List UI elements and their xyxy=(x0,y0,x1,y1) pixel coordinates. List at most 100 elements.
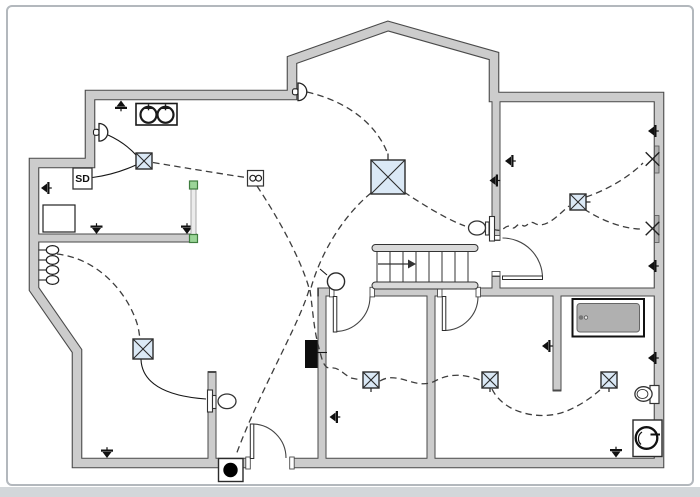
lamp-globe xyxy=(217,393,237,410)
wall-sconce[interactable] xyxy=(291,82,308,102)
selection-handle[interactable] xyxy=(188,180,199,190)
wire-dashed[interactable] xyxy=(491,387,603,417)
lamp-globe xyxy=(467,220,487,236)
jack-triangle xyxy=(611,451,621,458)
door-swing-arc xyxy=(502,237,544,279)
wall-lamp[interactable] xyxy=(467,215,496,242)
selected-wall[interactable] xyxy=(190,185,197,238)
staircase[interactable] xyxy=(371,244,479,290)
ceiling-fan-light[interactable] xyxy=(569,193,591,211)
jack-switch[interactable] xyxy=(648,125,659,137)
jack-bar xyxy=(654,352,657,364)
wire-dashed[interactable] xyxy=(310,192,372,289)
wire-solid[interactable] xyxy=(319,268,328,276)
jack-triangle xyxy=(41,183,47,193)
wire-dashed[interactable] xyxy=(403,191,466,227)
ceiling-fan-light[interactable] xyxy=(135,152,153,170)
jack-switch[interactable] xyxy=(90,223,103,234)
wire-dashed[interactable] xyxy=(492,205,570,231)
floor-outlet[interactable] xyxy=(217,457,244,483)
sd-box xyxy=(72,167,93,190)
jack-switch[interactable] xyxy=(648,352,659,364)
outer-wall[interactable] xyxy=(29,21,664,468)
door-leaf xyxy=(441,296,447,331)
door[interactable] xyxy=(441,296,479,332)
jack-switch[interactable] xyxy=(115,100,127,112)
stair-arrow-head xyxy=(408,259,416,269)
wall-sconce[interactable] xyxy=(92,122,109,142)
wire-dashed[interactable] xyxy=(152,161,247,179)
cooktop[interactable] xyxy=(135,102,178,126)
jack-triangle xyxy=(116,100,126,107)
wall-opening xyxy=(250,457,290,469)
wire-solid[interactable] xyxy=(92,164,137,179)
jack-switch[interactable] xyxy=(41,182,52,194)
ceiling-fan-light[interactable] xyxy=(600,371,618,392)
duplex-outlet[interactable] xyxy=(246,169,265,187)
jack-switch[interactable] xyxy=(101,447,113,458)
door[interactable] xyxy=(249,423,287,459)
selection-handle[interactable] xyxy=(188,233,199,244)
tub-faucet-knob xyxy=(583,315,589,320)
wire-dashed[interactable] xyxy=(56,253,141,340)
door[interactable] xyxy=(502,237,544,280)
fan-x2 xyxy=(481,371,499,389)
jack-bar xyxy=(654,260,657,272)
wall-light-bar xyxy=(654,215,660,243)
vanity-bulb xyxy=(45,255,60,266)
washer[interactable] xyxy=(632,419,663,458)
jack-bar xyxy=(181,225,193,228)
jack-triangle xyxy=(489,176,496,185)
washer-arc xyxy=(637,431,643,445)
electrical-panel[interactable] xyxy=(305,340,318,368)
wire-dashed[interactable] xyxy=(379,374,481,385)
jack-switch[interactable] xyxy=(610,446,622,458)
ceiling-fan-light[interactable] xyxy=(481,371,499,392)
wall-light-x[interactable] xyxy=(645,215,660,243)
fan-x2 xyxy=(132,338,154,360)
smoke-detector[interactable]: SD xyxy=(72,167,93,190)
jack-bar xyxy=(90,225,103,228)
jack-triangle xyxy=(182,228,192,234)
vanity-lights[interactable] xyxy=(38,245,60,286)
vanity-bulb xyxy=(45,265,60,276)
jack-switch[interactable] xyxy=(181,223,193,234)
wall-light-x[interactable] xyxy=(645,145,660,174)
jack-switch[interactable] xyxy=(648,260,659,272)
fan-x2 xyxy=(569,193,587,211)
wire-dashed[interactable] xyxy=(256,185,310,289)
jack-bar xyxy=(511,155,514,167)
wire-dashed[interactable] xyxy=(583,208,642,230)
jack-switch[interactable] xyxy=(489,174,501,187)
wire-solid[interactable] xyxy=(140,359,207,400)
wall-end-cap xyxy=(552,389,562,392)
wire-dashed[interactable] xyxy=(306,91,388,153)
jack-switch[interactable] xyxy=(542,340,553,352)
sd-label: SD xyxy=(75,173,90,185)
ceiling-fan-light[interactable] xyxy=(362,371,380,392)
vanity-bulb xyxy=(45,245,60,256)
jack-bar xyxy=(495,174,499,187)
jack-bar xyxy=(654,125,657,137)
jack-bar xyxy=(548,340,551,352)
tub-faucet xyxy=(578,315,584,320)
jack-switch[interactable] xyxy=(505,155,516,167)
jack-switch[interactable] xyxy=(329,411,341,423)
wall-lamp[interactable] xyxy=(206,389,237,413)
wire-dashed[interactable] xyxy=(309,289,362,381)
ceiling-fan-light[interactable] xyxy=(132,338,154,360)
ceiling-fan-light[interactable] xyxy=(370,153,406,195)
fan-x2 xyxy=(370,159,406,195)
pendant-light[interactable] xyxy=(326,272,346,291)
wire-dashed[interactable] xyxy=(585,162,644,198)
wire-solid[interactable] xyxy=(107,134,138,157)
sconce-knob xyxy=(92,128,100,136)
window-box[interactable] xyxy=(42,204,76,233)
bathtub[interactable] xyxy=(571,298,645,338)
toilet[interactable] xyxy=(634,384,660,405)
wire-dashed[interactable] xyxy=(235,289,310,456)
door[interactable] xyxy=(332,296,371,333)
door-jamb xyxy=(245,456,251,470)
